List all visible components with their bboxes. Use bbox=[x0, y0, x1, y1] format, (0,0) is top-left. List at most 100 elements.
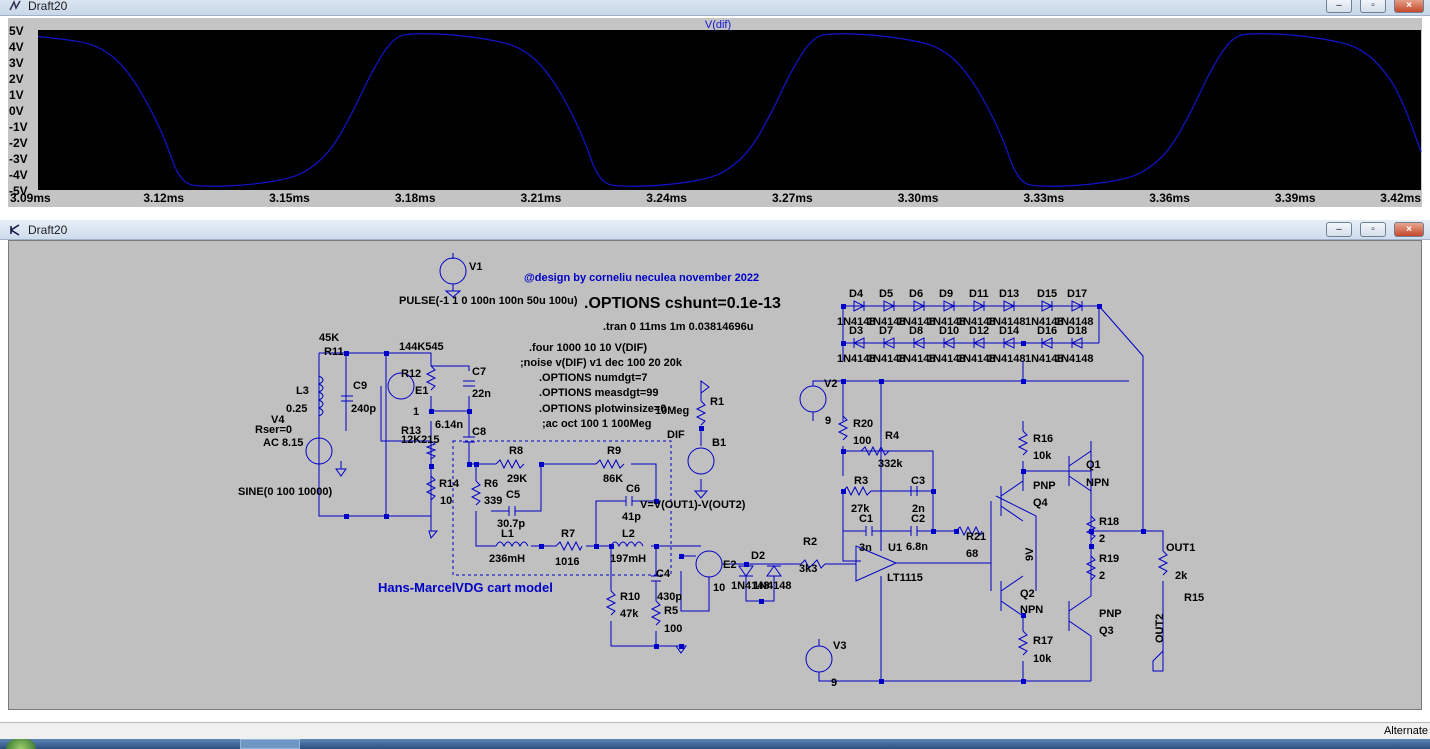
r13-resistor[interactable] bbox=[425, 440, 437, 460]
label-v3-value[interactable]: 9 bbox=[831, 677, 837, 689]
label-r19[interactable]: R19 bbox=[1099, 553, 1119, 565]
label-r10[interactable]: R10 bbox=[620, 591, 640, 603]
diode-model-label[interactable]: 1N4148 bbox=[867, 353, 906, 365]
label-b1-expression[interactable]: V=V(OUT1)-V(OUT2) bbox=[640, 499, 746, 511]
label-q3[interactable]: Q3 bbox=[1099, 625, 1114, 637]
schematic-close-button[interactable]: × bbox=[1394, 222, 1424, 237]
label-q1-type[interactable]: NPN bbox=[1086, 477, 1109, 489]
label-l2-value[interactable]: 197mH bbox=[610, 553, 646, 565]
r21-resistor[interactable] bbox=[955, 525, 983, 537]
label-c8[interactable]: C8 bbox=[472, 426, 486, 438]
c6-capacitor[interactable] bbox=[595, 496, 656, 546]
label-r2-value[interactable]: 3k3 bbox=[799, 563, 817, 575]
q2-transistor[interactable] bbox=[1000, 575, 1024, 617]
r4-resistor[interactable] bbox=[843, 445, 934, 531]
label-r21[interactable]: R21 bbox=[966, 531, 986, 543]
diode-model-label[interactable]: 1N4148 bbox=[837, 316, 876, 328]
label-c1[interactable]: C1 bbox=[859, 513, 873, 525]
diode-model-label[interactable]: 1N4148 bbox=[867, 316, 906, 328]
label-r21-value[interactable]: 68 bbox=[966, 548, 978, 560]
label-u1[interactable]: U1 bbox=[888, 542, 902, 554]
label-r7-value[interactable]: 1016 bbox=[555, 556, 579, 568]
c5-capacitor[interactable] bbox=[491, 464, 542, 516]
taskbar-ltspice-item[interactable] bbox=[240, 739, 300, 749]
diode-ref-label[interactable]: D15 bbox=[1037, 288, 1057, 300]
diode-model-label[interactable]: 1N4148 bbox=[957, 353, 996, 365]
label-c1-value[interactable]: 3n bbox=[859, 542, 872, 554]
label-r2[interactable]: R2 bbox=[803, 536, 817, 548]
label-e2-value[interactable]: 10 bbox=[713, 582, 725, 594]
schematic-restore-button[interactable]: ▫ bbox=[1360, 222, 1386, 237]
e1-source-symbol[interactable] bbox=[387, 372, 415, 400]
label-r14-value[interactable]: 10 bbox=[440, 495, 452, 507]
label-q3-type[interactable]: PNP bbox=[1099, 608, 1122, 620]
diode-model-label[interactable]: 1N4148 bbox=[897, 316, 936, 328]
label-r20[interactable]: R20 bbox=[853, 418, 873, 430]
label-lt1115[interactable]: LT1115 bbox=[887, 572, 923, 584]
label-r15-value[interactable]: 2k bbox=[1175, 570, 1188, 582]
wave-minimize-button[interactable]: – bbox=[1326, 0, 1352, 13]
label-r18-value[interactable]: 2 bbox=[1099, 533, 1105, 545]
v2-source-symbol[interactable] bbox=[799, 385, 827, 413]
r19-resistor[interactable] bbox=[1085, 555, 1097, 581]
label-c2[interactable]: C2 bbox=[911, 513, 925, 525]
label-tran[interactable]: .tran 0 11ms 1m 0.03814696u bbox=[603, 321, 753, 333]
label-r11-value[interactable]: 45K bbox=[319, 332, 339, 344]
label-r14[interactable]: R14 bbox=[439, 478, 460, 490]
label-c4[interactable]: C4 bbox=[656, 568, 671, 580]
label-out1[interactable]: OUT1 bbox=[1166, 542, 1195, 554]
wave-window-titlebar[interactable]: Draft20 – ▫ × bbox=[0, 0, 1430, 16]
label-out2[interactable]: OUT2 bbox=[1154, 614, 1166, 643]
diode-model-label[interactable]: 1N4148 bbox=[1055, 353, 1094, 365]
label-l1[interactable]: L1 bbox=[501, 528, 514, 540]
label-r6-value[interactable]: 339 bbox=[484, 495, 502, 507]
label-options-cshunt[interactable]: .OPTIONS cshunt=0.1e-13 bbox=[584, 295, 781, 312]
label-design-credit[interactable]: @design by corneliu neculea november 202… bbox=[524, 272, 759, 284]
diode-model-label[interactable]: 1N4148 bbox=[897, 353, 936, 365]
r12-resistor[interactable] bbox=[425, 365, 437, 391]
label-c5-value[interactable]: 30.7p bbox=[497, 518, 525, 530]
label-c7[interactable]: C7 bbox=[472, 366, 486, 378]
label-r9[interactable]: R9 bbox=[607, 445, 621, 457]
label-pulse[interactable]: PULSE(-1 1 0 100n 100n 50u 100u) bbox=[399, 295, 578, 307]
r17-resistor[interactable] bbox=[1017, 630, 1029, 656]
diode-ref-label[interactable]: D11 bbox=[969, 288, 989, 300]
diode-model-label[interactable]: 1N4148 bbox=[1055, 316, 1094, 328]
label-r1[interactable]: R1 bbox=[710, 396, 724, 408]
label-r4-value[interactable]: 332k bbox=[878, 458, 903, 470]
diode-model-label[interactable]: 1N4148 bbox=[927, 316, 966, 328]
r1-resistor[interactable] bbox=[695, 400, 707, 426]
label-c9[interactable]: C9 bbox=[353, 380, 367, 392]
label-l3-value[interactable]: 0.25 bbox=[286, 403, 307, 415]
label-v2[interactable]: V2 bbox=[824, 378, 837, 390]
q1-transistor[interactable] bbox=[1068, 450, 1092, 492]
label-r4[interactable]: R4 bbox=[885, 430, 900, 442]
label-v4[interactable]: V4 bbox=[271, 414, 285, 426]
d2-diode[interactable] bbox=[766, 565, 782, 577]
label-e1-value[interactable]: 1 bbox=[413, 406, 419, 418]
label-b1[interactable]: B1 bbox=[712, 437, 726, 449]
label-c8-value[interactable]: 6.14n bbox=[435, 419, 463, 431]
label-r5-value[interactable]: 100 bbox=[664, 623, 682, 635]
label-r16[interactable]: R16 bbox=[1033, 433, 1053, 445]
label-e1[interactable]: E1 bbox=[415, 385, 428, 397]
e2-source-symbol[interactable] bbox=[695, 550, 723, 578]
c9-capacitor[interactable] bbox=[341, 395, 353, 402]
label-dif-net[interactable]: DIF bbox=[667, 429, 685, 441]
label-c6[interactable]: C6 bbox=[626, 483, 640, 495]
label-c4-value[interactable]: 430p bbox=[657, 591, 682, 603]
r14-resistor[interactable] bbox=[425, 475, 437, 501]
label-r1-value[interactable]: 10Meg bbox=[655, 405, 689, 417]
label-r15[interactable]: R15 bbox=[1184, 592, 1204, 604]
r20-resistor[interactable] bbox=[837, 415, 849, 441]
r5-resistor[interactable] bbox=[650, 600, 662, 626]
lt1115-opamp[interactable] bbox=[855, 545, 898, 582]
diode-ladder[interactable]: D41N4148D51N4148D61N4148D91N4148D111N414… bbox=[837, 288, 1094, 365]
v3-source-symbol[interactable] bbox=[805, 645, 833, 673]
diode-ref-label[interactable]: D3 bbox=[849, 325, 863, 337]
label-v3[interactable]: V3 bbox=[833, 640, 846, 652]
label-q2-type[interactable]: NPN bbox=[1020, 604, 1043, 616]
label-q4-type[interactable]: PNP bbox=[1033, 480, 1056, 492]
label-rser[interactable]: Rser=0 bbox=[255, 424, 292, 436]
